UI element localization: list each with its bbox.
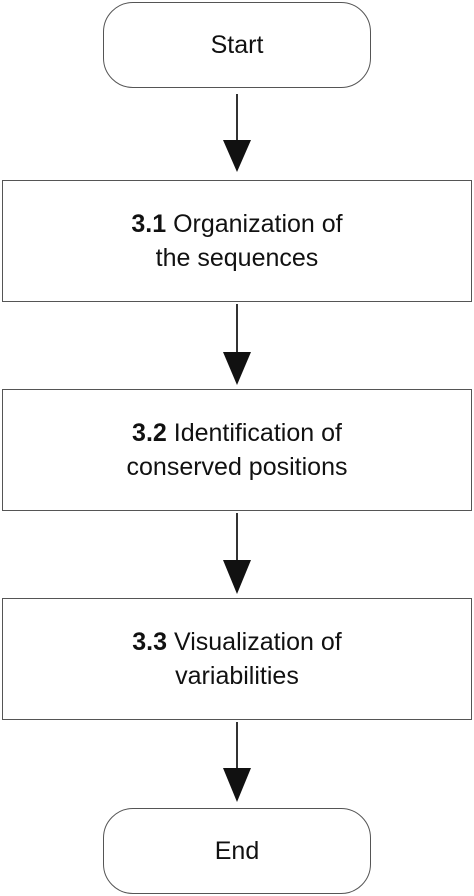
arrowhead (223, 560, 251, 594)
step-box-3-2: 3.2 Identification of conserved position… (2, 389, 472, 511)
step-number: 3.3 (132, 628, 168, 656)
arrow-3-3-to-end (223, 722, 251, 802)
arrowhead (223, 352, 251, 385)
step-box-3-3: 3.3 Visualization of variabilities (2, 598, 472, 720)
step-text: 3.2 Identification of conserved position… (127, 416, 348, 484)
step-number: 3.1 (131, 210, 167, 238)
arrow-start-to-3-1 (223, 94, 251, 172)
arrowhead (223, 140, 251, 172)
arrowhead (223, 768, 251, 802)
step-title-line2: the sequences (155, 244, 319, 272)
step-title-line1: Identification of (173, 419, 342, 447)
step-title-line1: Visualization of (174, 628, 342, 656)
end-node: End (103, 808, 371, 894)
arrow-3-1-to-3-2 (223, 304, 251, 385)
step-title-line2: variabilities (175, 662, 299, 690)
step-text: 3.3 Visualization of variabilities (132, 625, 341, 693)
step-title-line1: Organization of (173, 210, 343, 238)
step-title-line2: conserved positions (126, 453, 348, 481)
end-label: End (214, 837, 260, 865)
step-text: 3.1 Organization of the sequences (131, 207, 342, 275)
step-box-3-1: 3.1 Organization of the sequences (2, 180, 472, 302)
start-node: Start (103, 2, 371, 88)
step-number: 3.2 (132, 419, 167, 447)
start-label: Start (210, 31, 264, 59)
arrow-3-2-to-3-3 (223, 513, 251, 594)
